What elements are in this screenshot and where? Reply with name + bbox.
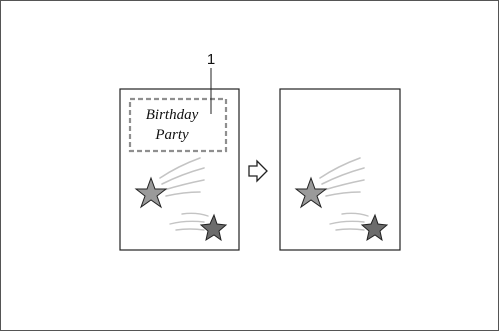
card-after bbox=[280, 89, 400, 250]
title-line-1: Birthday bbox=[146, 107, 199, 123]
card-before: Birthday Party 1 bbox=[120, 51, 239, 250]
callout-number: 1 bbox=[207, 51, 215, 68]
outline-right-arrow-icon bbox=[249, 161, 267, 181]
title-line-2: Party bbox=[154, 127, 189, 143]
